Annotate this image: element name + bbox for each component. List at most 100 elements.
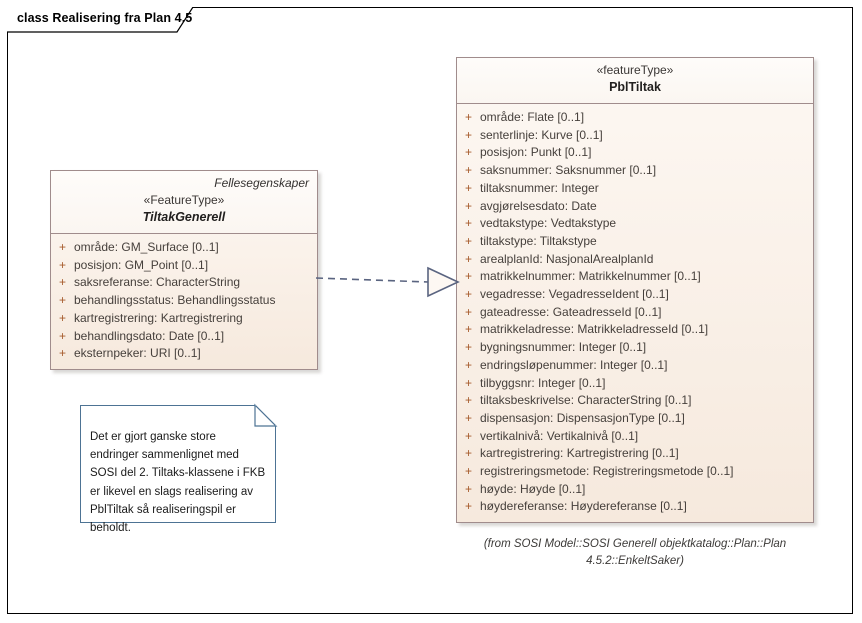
attribute-visibility-marker: + — [58, 346, 66, 361]
class-attribute-row: +kartregistrering: Kartregistrering [0..… — [457, 445, 813, 463]
attribute-visibility-marker: + — [58, 240, 66, 254]
class-attribute-list-tiltakgenerell: +område: GM_Surface [0..1]+posisjon: GM_… — [51, 234, 317, 369]
class-header-tiltakgenerell: Fellesegenskaper «FeatureType» TiltakGen… — [51, 171, 317, 234]
attribute-visibility-marker: + — [464, 446, 472, 461]
class-attribute-row: + saksnummer: Saksnummer [0..1] — [457, 162, 813, 180]
class-attribute-row: +tiltakstype: Tiltakstype — [457, 233, 813, 251]
class-attribute-row: +høydereferanse: Høydereferanse [0..1] — [457, 498, 813, 516]
class-attribute-row: + bygningsnummer: Integer [0..1] — [457, 339, 813, 357]
attribute-visibility-marker: + — [464, 499, 472, 514]
diagram-frame — [7, 7, 853, 614]
class-attribute-row: +registreringsmetode: Registreringsmetod… — [457, 463, 813, 481]
attribute-visibility-marker: + — [464, 304, 472, 319]
class-attribute-row: + vertikalnivå: Vertikalnivå [0..1] — [457, 428, 813, 446]
class-attribute-row: + saksreferanse: CharacterString — [51, 274, 317, 292]
attribute-visibility-marker: + — [58, 275, 66, 290]
attribute-signature: høyde: Høyde [0..1] — [480, 481, 586, 496]
uml-class-tiltakgenerell[interactable]: Fellesegenskaper «FeatureType» TiltakGen… — [50, 170, 318, 370]
attribute-signature: behandlingsstatus: Behandlingsstatus — [74, 293, 276, 308]
realization-connector[interactable] — [315, 262, 464, 298]
class-attribute-row: + matrikkeladresse: MatrikkeladresseId [0… — [457, 321, 813, 339]
class-attribute-row: + vegadresse: VegadresseIdent [0..1] — [457, 286, 813, 304]
class-name-pbltiltak: PblTiltak — [609, 80, 661, 94]
attribute-signature: område: Flate [0..1] — [480, 110, 585, 124]
attribute-signature: matrikkelnummer: Matrikkelnummer [0..1] — [480, 269, 701, 284]
class-package-label: Fellesegenskaper — [214, 176, 309, 190]
class-attribute-row: + eksternpeker: URI [0..1] — [51, 345, 317, 363]
class-attribute-row: +område: GM_Surface [0..1] — [51, 239, 317, 257]
attribute-signature: kartregistrering: Kartregistrering — [74, 310, 243, 325]
class-attribute-row: +kartregistrering: Kartregistrering — [51, 310, 317, 328]
note-box[interactable]: Det er gjort ganske store endringer samm… — [80, 403, 278, 534]
attribute-visibility-marker: + — [464, 145, 472, 160]
class-stereotype: «featureType» — [596, 63, 674, 77]
attribute-signature: posisjon: GM_Point [0..1] — [74, 257, 209, 272]
class-attribute-row: + område: Flate [0..1] — [457, 109, 813, 127]
attribute-visibility-marker: + — [464, 198, 472, 213]
class-attribute-row: + dispensasjon: DispensasjonType [0..1] — [457, 410, 813, 428]
class-attribute-row: + tiltaksnummer: Integer — [457, 180, 813, 198]
attribute-visibility-marker: + — [464, 340, 472, 355]
attribute-visibility-marker: + — [464, 322, 472, 337]
diagram-title: class Realisering fra Plan 4.5 — [17, 11, 193, 25]
attribute-signature: senterlinje: Kurve [0..1] — [480, 127, 603, 142]
attribute-signature: vegadresse: VegadresseIdent [0..1] — [480, 287, 669, 302]
attribute-signature: gateadresse: GateadresseId [0..1] — [480, 304, 662, 319]
class-attribute-row: + høyde: Høyde [0..1] — [457, 481, 813, 499]
class-attribute-row: + tiltaksbeskrivelse: CharacterString [0.… — [457, 392, 813, 410]
class-source-caption: (from SOSI Model::SOSI Generell objektka… — [483, 538, 787, 567]
connector-dashed-line — [315, 277, 429, 283]
class-attribute-row: + endringsløpenummer: Integer [0..1] — [457, 357, 813, 375]
attribute-visibility-marker: + — [464, 428, 472, 443]
attribute-visibility-marker: + — [58, 257, 66, 272]
class-attribute-row: + tilbyggsnr: Integer [0..1] — [457, 375, 813, 393]
attribute-visibility-marker: + — [58, 328, 66, 343]
attribute-visibility-marker: + — [464, 269, 472, 284]
attribute-signature: saksreferanse: CharacterString — [74, 275, 241, 290]
class-attribute-row: + behandlingsstatus: Behandlingsstatus — [51, 292, 317, 310]
class-name-tiltakgenerell: TiltakGenerell — [142, 210, 226, 224]
class-attribute-row: + posisjon: Punkt [0..1] — [457, 144, 813, 162]
note-text: Det er gjort ganske store endringer samm… — [90, 431, 266, 535]
class-attribute-row: + senterlinje: Kurve [0..1] — [457, 127, 813, 145]
attribute-visibility-marker: + — [464, 163, 472, 178]
attribute-visibility-marker: + — [464, 127, 472, 142]
attribute-signature: eksternpeker: URI [0..1] — [74, 346, 201, 361]
attribute-signature: vedtakstype: Vedtakstype — [480, 216, 617, 231]
attribute-signature: saksnummer: Saksnummer [0..1] — [480, 163, 657, 178]
class-attribute-row: + vedtakstype: Vedtakstype — [457, 215, 813, 233]
class-attribute-row: + avgjørelsesdato: Date — [457, 198, 813, 216]
attribute-visibility-marker: + — [58, 293, 66, 308]
attribute-visibility-marker: + — [464, 481, 472, 496]
attribute-visibility-marker: + — [464, 287, 472, 302]
attribute-visibility-marker: + — [464, 216, 472, 231]
attribute-visibility-marker: + — [464, 464, 472, 479]
attribute-signature: tiltaksbeskrivelse: CharacterString [0..… — [480, 393, 692, 408]
class-attribute-row: +arealplanId: NasjonalArealplanId — [457, 251, 813, 269]
attribute-signature: posisjon: Punkt [0..1] — [480, 145, 592, 160]
attribute-signature: tilbyggsnr: Integer [0..1] — [480, 375, 606, 390]
attribute-visibility-marker: + — [464, 110, 472, 124]
attribute-signature: endringsløpenummer: Integer [0..1] — [480, 357, 668, 372]
class-stereotype: «FeatureType» — [143, 193, 225, 207]
attribute-signature: vertikalnivå: Vertikalnivå [0..1] — [480, 428, 639, 443]
attribute-visibility-marker: + — [464, 180, 472, 195]
attribute-signature: bygningsnummer: Integer [0..1] — [480, 340, 647, 355]
class-attribute-row: + behandlingsdato: Date [0..1] — [51, 328, 317, 346]
realization-arrowhead-icon — [427, 266, 460, 298]
attribute-signature: behandlingsdato: Date [0..1] — [74, 328, 225, 343]
attribute-signature: dispensasjon: DispensasjonType [0..1] — [480, 410, 685, 425]
uml-class-pbltiltak[interactable]: «featureType» PblTiltak + område: Flate [… — [456, 57, 814, 524]
attribute-visibility-marker: + — [464, 375, 472, 390]
attribute-visibility-marker: + — [464, 393, 472, 408]
attribute-signature: avgjørelsesdato: Date — [480, 198, 597, 213]
attribute-visibility-marker: + — [464, 357, 472, 372]
attribute-signature: tiltaksnummer: Integer — [480, 180, 599, 195]
attribute-signature: matrikkeladresse: MatrikkeladresseId [0.… — [480, 322, 709, 337]
attribute-signature: arealplanId: NasjonalArealplanId — [480, 251, 654, 266]
attribute-visibility-marker: + — [464, 410, 472, 425]
class-attribute-row: + gateadresse: GateadresseId [0..1] — [457, 304, 813, 322]
class-attribute-row: + matrikkelnummer: Matrikkelnummer [0..1] — [457, 268, 813, 286]
attribute-signature: tiltakstype: Tiltakstype — [480, 233, 597, 248]
